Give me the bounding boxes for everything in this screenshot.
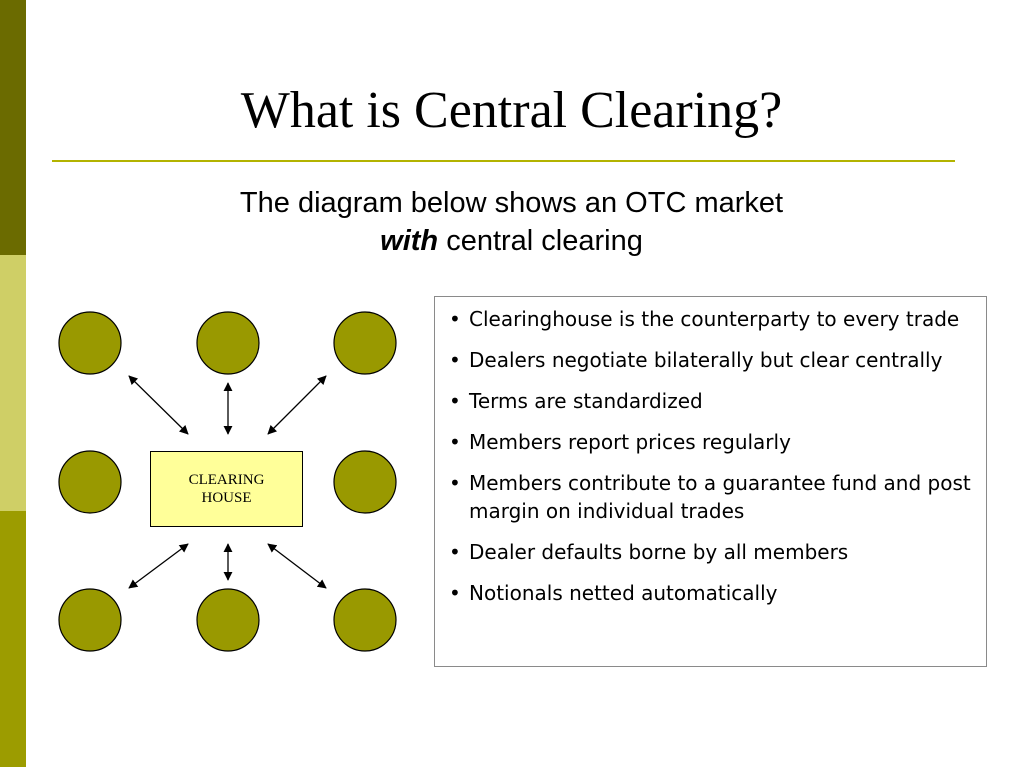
bullet-item: Notionals netted automatically [447,579,976,607]
subtitle-line-2: with central clearing [0,222,1023,260]
member-node [196,588,260,652]
sidebar-accent-middle [0,255,26,511]
bullet-item: Dealer defaults borne by all members [447,538,976,566]
bullet-item: Members report prices regularly [447,428,976,456]
bidirectional-arrow [128,375,189,435]
bidirectional-arrow [267,375,327,435]
bullet-list: Clearinghouse is the counterparty to eve… [447,305,976,607]
subtitle-emphasis: with [380,225,439,257]
bidirectional-arrow [267,543,327,589]
sidebar-accent-top [0,0,26,255]
slide-subtitle: The diagram below shows an OTC market wi… [0,184,1023,260]
bullet-item: Terms are standardized [447,387,976,415]
subtitle-rest: central clearing [438,225,643,257]
member-node [333,311,397,375]
member-node [333,588,397,652]
bidirectional-arrow [128,543,189,589]
bullet-item: Clearinghouse is the counterparty to eve… [447,305,976,333]
member-node [58,311,122,375]
member-node [58,588,122,652]
member-node [196,311,260,375]
member-node [333,450,397,514]
bullet-panel: Clearinghouse is the counterparty to eve… [434,296,987,667]
clearing-diagram [58,311,397,652]
slide-title: What is Central Clearing? [240,82,783,139]
bullet-item: Members contribute to a guarantee fund a… [447,469,976,525]
clearing-house-label-line-1: CLEARING [188,472,265,488]
subtitle-line-1: The diagram below shows an OTC market [239,187,784,219]
title-divider [52,160,955,162]
member-node [58,450,122,514]
sidebar-accent-bottom [0,511,26,767]
bullet-item: Dealers negotiate bilaterally but clear … [447,346,976,374]
clearing-house-label-line-2: HOUSE [201,490,252,506]
clearing-house-box: CLEARING HOUSE [150,451,303,527]
